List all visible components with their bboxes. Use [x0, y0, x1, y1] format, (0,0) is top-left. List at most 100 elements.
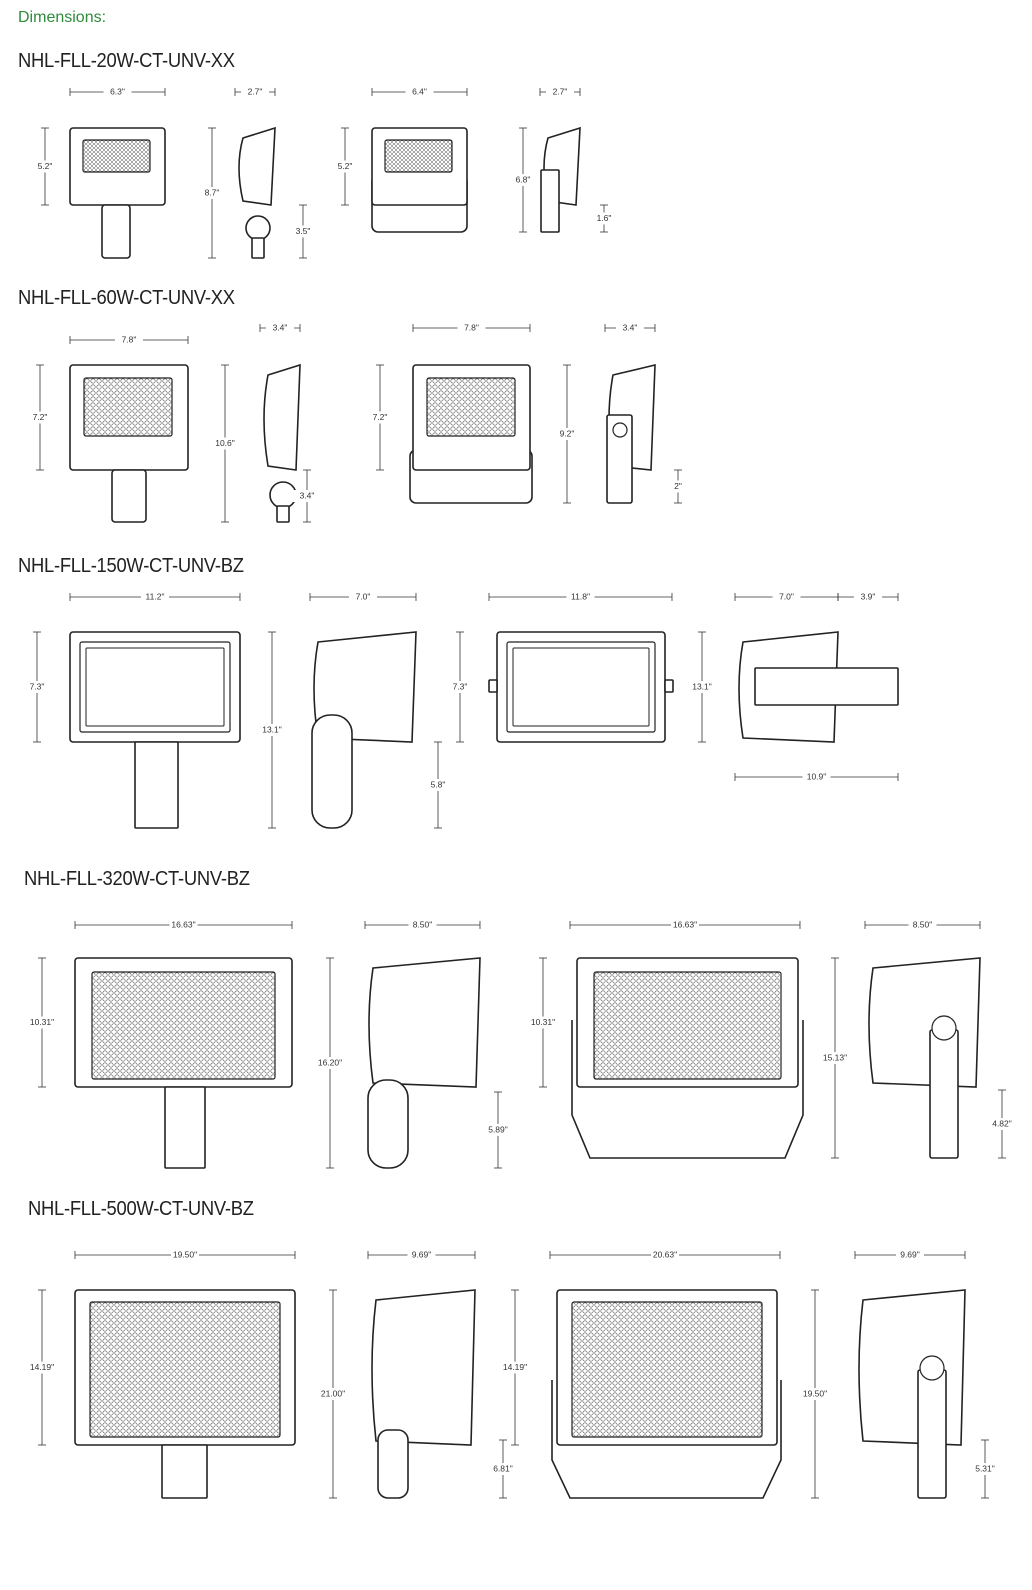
slipfitter-mount [134, 741, 179, 829]
dimension-label: 16.20" [318, 1057, 342, 1067]
dimension-label: 10.31" [531, 1017, 555, 1027]
dimension-label: 6.81" [493, 1463, 513, 1473]
dimension-label: 15.13" [823, 1052, 847, 1062]
knuckle-mount [101, 204, 131, 259]
yoke-arm [540, 169, 560, 233]
dimension-label: 7.3" [30, 681, 45, 691]
label-bg [616, 322, 644, 334]
label-bg [662, 480, 694, 493]
label-bg [256, 724, 288, 736]
label-bg [854, 591, 882, 603]
dimension-label: 5.89" [488, 1124, 508, 1134]
dimension-label: 10.9" [807, 771, 827, 781]
fixture-housing-side [371, 1289, 476, 1446]
label-bg [209, 437, 241, 450]
label-bg [969, 1463, 1001, 1475]
led-array [426, 377, 516, 437]
pivot-icon [919, 1355, 945, 1381]
label-bg [819, 1052, 851, 1064]
label-bg [527, 1016, 559, 1029]
label-bg [329, 160, 361, 173]
slipfitter-mount [311, 714, 353, 829]
label-bg [908, 919, 937, 931]
dimension-label: 5.8" [431, 779, 446, 789]
dimension-label: 5.31" [975, 1463, 995, 1473]
dimension-label: 4.82" [992, 1118, 1012, 1128]
label-bg [314, 1057, 346, 1069]
label-bg [241, 86, 269, 98]
label-bg [444, 681, 476, 693]
label-bg [566, 591, 595, 603]
label-bg [26, 1016, 58, 1029]
led-array [91, 971, 276, 1080]
dimension-label: 19.50" [803, 1388, 827, 1398]
label-bg [546, 86, 574, 98]
label-bg [317, 1388, 349, 1400]
slipfitter-mount [161, 1444, 208, 1499]
dimension-label: 7.0" [779, 591, 794, 601]
led-array [82, 139, 151, 173]
dimension-label: 3.4" [300, 490, 315, 500]
knuckle-mount [111, 469, 147, 523]
label-bg [408, 919, 437, 931]
dimension-label: 6.4" [412, 86, 427, 96]
model-title-20w: NHL-FLL-20W-CT-UNV-XX [18, 50, 235, 72]
dimension-label: 10.31" [30, 1017, 54, 1027]
dimension-label: 3.4" [273, 322, 288, 332]
label-bg [287, 225, 319, 238]
label-bg [171, 1249, 199, 1261]
model-title-320w: NHL-FLL-320W-CT-UNV-BZ [24, 868, 250, 890]
fixture-housing-side [868, 957, 981, 1088]
dimension-label: 16.63" [171, 919, 195, 929]
label-bg [487, 1463, 519, 1475]
fixture-housing-side [858, 1289, 966, 1446]
label-bg [196, 187, 228, 199]
dimension-label: 7.2" [33, 412, 48, 422]
dimension-label: 8.50" [413, 919, 433, 929]
yoke-arm [929, 1029, 959, 1159]
dimension-label: 9.69" [412, 1249, 432, 1259]
label-bg [29, 160, 61, 173]
yoke-arm [606, 414, 633, 504]
led-array [89, 1301, 281, 1438]
model-title-150w: NHL-FLL-150W-CT-UNV-BZ [18, 555, 244, 577]
label-bg [266, 322, 294, 334]
dimension-label: 5.2" [338, 161, 353, 171]
label-bg [115, 334, 143, 346]
dimension-label: 7.8" [122, 334, 137, 344]
label-bg [686, 681, 718, 693]
side-knob [664, 679, 674, 693]
dimension-label: 14.19" [30, 1362, 54, 1372]
dimension-label: 13.1" [692, 681, 712, 691]
side-knob [488, 679, 498, 693]
label-bg [499, 1361, 531, 1374]
fixture-housing-side [368, 957, 481, 1088]
model-title-60w: NHL-FLL-60W-CT-UNV-XX [18, 287, 235, 309]
dimension-label: 13.1" [262, 724, 282, 734]
dimension-label: 19.50" [173, 1249, 197, 1259]
dimension-label: 7.2" [373, 412, 388, 422]
label-bg [291, 490, 323, 502]
label-bg [457, 322, 486, 334]
label-bg [364, 411, 396, 424]
dimension-label: 9.2" [560, 428, 575, 438]
dimension-label: 3.4" [623, 322, 638, 332]
fixture-housing-side [238, 126, 276, 206]
dimension-label: 11.2" [146, 591, 165, 601]
label-bg [21, 681, 53, 693]
dimension-label: 20.63" [653, 1249, 677, 1259]
dimension-label: 14.19" [503, 1362, 527, 1372]
threaded-fitting [276, 505, 290, 523]
label-bg [422, 779, 454, 791]
dimension-label: 7.3" [453, 681, 468, 691]
dimension-label: 8.50" [913, 919, 933, 929]
dimension-label: 2.7" [248, 86, 263, 96]
label-bg [799, 1388, 831, 1400]
dimension-label: 11.8" [571, 591, 590, 601]
label-bg [103, 86, 132, 98]
led-array [593, 971, 782, 1080]
lens [85, 647, 225, 727]
label-bg [349, 591, 377, 603]
yoke-arm [754, 667, 899, 706]
